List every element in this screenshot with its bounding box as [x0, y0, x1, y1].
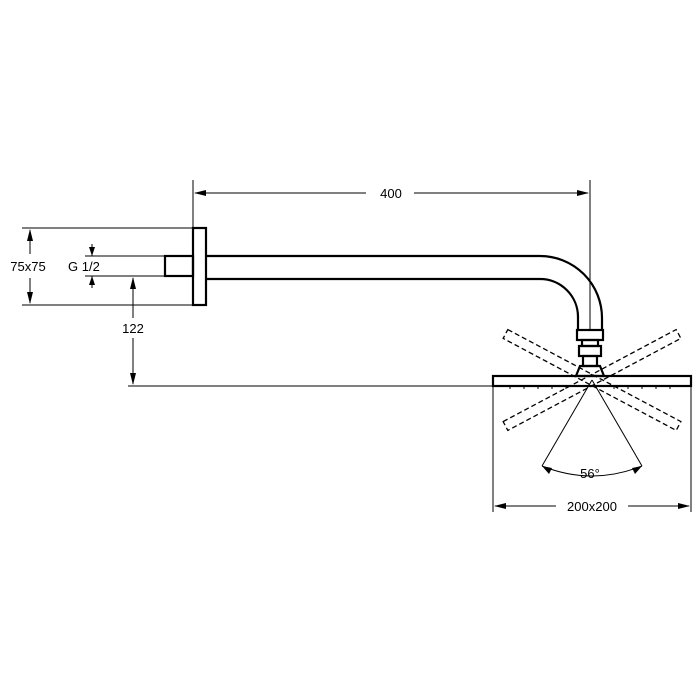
- spray-angle-label: 56°: [580, 466, 600, 481]
- extension-lines: [22, 180, 692, 512]
- dimension-height-offset: 122: [122, 277, 144, 385]
- wall-flange: [191, 226, 208, 307]
- head-size-label: 200x200: [567, 499, 617, 514]
- shower-nozzles: [509, 386, 671, 389]
- shower-head: [491, 374, 693, 389]
- arm-length-label: 400: [380, 186, 402, 201]
- height-offset-label: 122: [122, 321, 144, 336]
- dimension-head-size: 200x200: [494, 499, 690, 514]
- dimension-thread: G 1/2: [68, 244, 100, 288]
- thread-label: G 1/2: [68, 259, 100, 274]
- flange-size-label: 75x75: [10, 259, 45, 274]
- dimension-spray-angle: 56°: [541, 379, 643, 481]
- shower-arm-pipe: [206, 254, 604, 330]
- thread-connector: [163, 254, 195, 278]
- dimension-flange-size: 75x75: [10, 229, 46, 304]
- dimension-arm-length: 400: [194, 186, 589, 201]
- swivel-joint: [574, 328, 606, 378]
